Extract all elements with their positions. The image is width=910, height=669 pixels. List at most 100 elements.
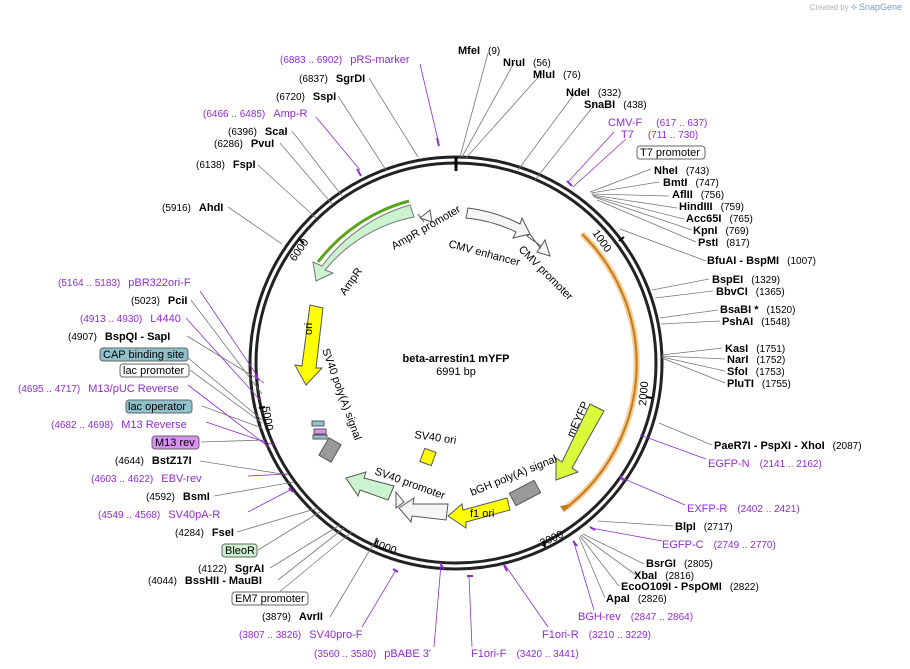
site-bstz17i: (4644)BstZ17I [115, 455, 192, 467]
site-labels: MfeI(9) NruI(56) MluI(76) NdeI(332) SnaB… [68, 45, 862, 623]
primer-ticks [254, 137, 625, 577]
credit-brand: SnapGene [858, 2, 902, 12]
site-scai: (6396)ScaI [228, 126, 288, 138]
site-apai: ApaI(2826) [606, 593, 667, 605]
site-hindiii: HindIII(759) [679, 201, 744, 213]
cmv-promoter-arrow [526, 233, 551, 257]
f1-ori-arrow [447, 497, 511, 529]
site-snabi: SnaBI(438) [584, 99, 647, 111]
t7-promoter-tag: T7 promoter [640, 147, 700, 159]
site-bbvci: BbvCI(1365) [716, 286, 785, 298]
primer-exfp-r: EXFP-R(2402 .. 2421) [687, 503, 800, 515]
primer-amp-r: (6466 .. 6485)Amp-R [203, 108, 308, 120]
label-sv40-ori: SV40 ori [414, 429, 457, 447]
plasmid-length: 6991 bp [436, 366, 476, 378]
em7-promoter-arrow [395, 490, 405, 509]
site-nari: NarI(1752) [727, 354, 785, 366]
site-xbai: XbaI(2816) [634, 570, 694, 582]
sv40-promoter-arrow [398, 496, 449, 524]
lac-operator-box [311, 420, 325, 427]
site-sspi: (6720)SspI [276, 91, 336, 103]
site-mfei: MfeI(9) [458, 45, 500, 57]
site-nrui: NruI(56) [503, 57, 551, 69]
site-sfoi: SfoI(1753) [727, 366, 785, 378]
snapgene-credit: Created by ⯎ SnapGene [810, 2, 902, 13]
ori-arrow [294, 304, 324, 386]
site-sgrdi: (6837)SgrDI [299, 73, 365, 85]
site-avrii: (3879)AvrII [262, 611, 323, 623]
plasmid-name: beta-arrestin1 mYFP [403, 353, 510, 365]
primer-labels: (6883 .. 6902)pRS-marker (6466 .. 6485)A… [18, 54, 822, 660]
site-bsshii-maubi: (4044)BssHII - MauBI [148, 575, 262, 587]
primer-egfp-c: EGFP-C(2749 .. 2770) [662, 539, 776, 551]
primer-pbabe-3: (3560 .. 3580)pBABE 3' [314, 648, 431, 660]
sv40-ori-box [419, 447, 437, 467]
site-pcii: (5023)PciI [131, 295, 187, 307]
m13-rev-tag: M13 rev [155, 437, 195, 449]
site-blpi: BlpI(2717) [675, 521, 733, 533]
primer-f1ori-r: F1ori-R(3210 .. 3229) [542, 629, 651, 641]
site-bmti: BmtI(747) [663, 177, 719, 189]
cap-site-box [312, 434, 328, 440]
primer-l4440: (4913 .. 4930)L4440 [80, 313, 181, 325]
ruler-label-5000: 5000 [259, 405, 275, 431]
site-bsabi: BsaBI *(1520) [720, 304, 795, 316]
site-nhei: NheI(743) [654, 165, 709, 177]
site-paer7i-pspxi-xhoi: PaeR7I - PspXI - XhoI(2087) [714, 440, 862, 452]
meyfp-outer-arc [565, 233, 638, 509]
bgh-polya-box [508, 479, 542, 507]
ruler-label-4000: 4000 [371, 538, 398, 558]
cap-binding-site-tag: CAP binding site [103, 349, 184, 361]
snapgene-logo-icon: ⯎ [850, 3, 857, 12]
site-aflii: AflII(756) [672, 189, 724, 201]
site-bspei: BspEI(1329) [712, 274, 780, 286]
ruler-label-2000: 2000 [637, 381, 651, 406]
site-ecoo109i-pspomi: EcoO109I - PspOMI(2822) [621, 581, 759, 593]
site-pluti: PluTI(1755) [727, 378, 791, 390]
em7-promoter-tag: EM7 promoter [235, 593, 305, 605]
meyfp-arrow [555, 403, 605, 481]
site-bfuai-bspmi: BfuAI - BspMI(1007) [707, 255, 816, 267]
lac-operator-tag: lac operator [128, 401, 186, 413]
bleor-arrow [345, 471, 395, 501]
ruler-label-1000: 1000 [590, 228, 614, 255]
site-mlui: MluI(76) [533, 69, 581, 81]
label-sv40-polya: SV40 poly(A) signal [319, 347, 363, 442]
site-psti: PstI(817) [698, 237, 750, 249]
label-f1-ori: f1 ori [470, 508, 494, 520]
primer-pbr322ori-f: (5164 .. 5183)pBR322ori-F [58, 277, 191, 289]
primer-cmv-f: CMV-F(617 .. 637) [608, 117, 707, 129]
site-bsmi: (4592)BsmI [146, 491, 210, 503]
primer-leader-lines [185, 63, 707, 648]
lac-promoter-tag: lac promoter [123, 365, 184, 377]
primer-sv40pa-r: (4549 .. 4568)SV40pA-R [98, 509, 220, 521]
label-ampr: AmpR [338, 266, 365, 298]
boxed-labels: T7 promoter CAP binding site lac promote… [99, 145, 706, 606]
ampr-promoter-arrow [417, 209, 433, 223]
meyfp-outer-arrowhead [560, 504, 572, 512]
leader-lines [186, 52, 726, 618]
credit-created-by: Created by [809, 3, 849, 12]
site-kasi: KasI(1751) [725, 343, 785, 355]
site-pvui: (6286)PvuI [214, 138, 274, 150]
label-cmv-enhancer: CMV enhancer [447, 238, 521, 269]
site-kpni: KpnI(769) [693, 225, 749, 237]
cmv-enhancer-arrow [465, 207, 531, 239]
ampr-arrow [312, 204, 415, 282]
site-bspqi-sapi: (4907)BspQI - SapI [68, 331, 170, 343]
primer-ebv-rev: (4603 .. 4622)EBV-rev [91, 473, 202, 485]
site-ahdi: (5916)AhdI [162, 202, 223, 214]
primer-m13-puc-reverse: (4695 .. 4717)M13/pUC Reverse [18, 383, 179, 395]
label-ori: ori [303, 323, 315, 335]
sv40-polya-box [318, 437, 342, 463]
site-ndei: NdeI(332) [566, 87, 621, 99]
ampr-highlight [316, 199, 410, 263]
site-sgrai: (4122)SgrAI [198, 563, 264, 575]
primer-t7: T7(711 .. 730) [621, 129, 698, 141]
site-bsrgi: BsrGI(2805) [646, 558, 713, 570]
primer-egfp-n: EGFP-N(2141 .. 2162) [708, 458, 822, 470]
site-fspi: (6138)FspI [196, 159, 256, 171]
primer-m13-reverse: (4682 .. 4698)M13 Reverse [51, 419, 187, 431]
primer-prs-marker: (6883 .. 6902)pRS-marker [280, 54, 410, 66]
